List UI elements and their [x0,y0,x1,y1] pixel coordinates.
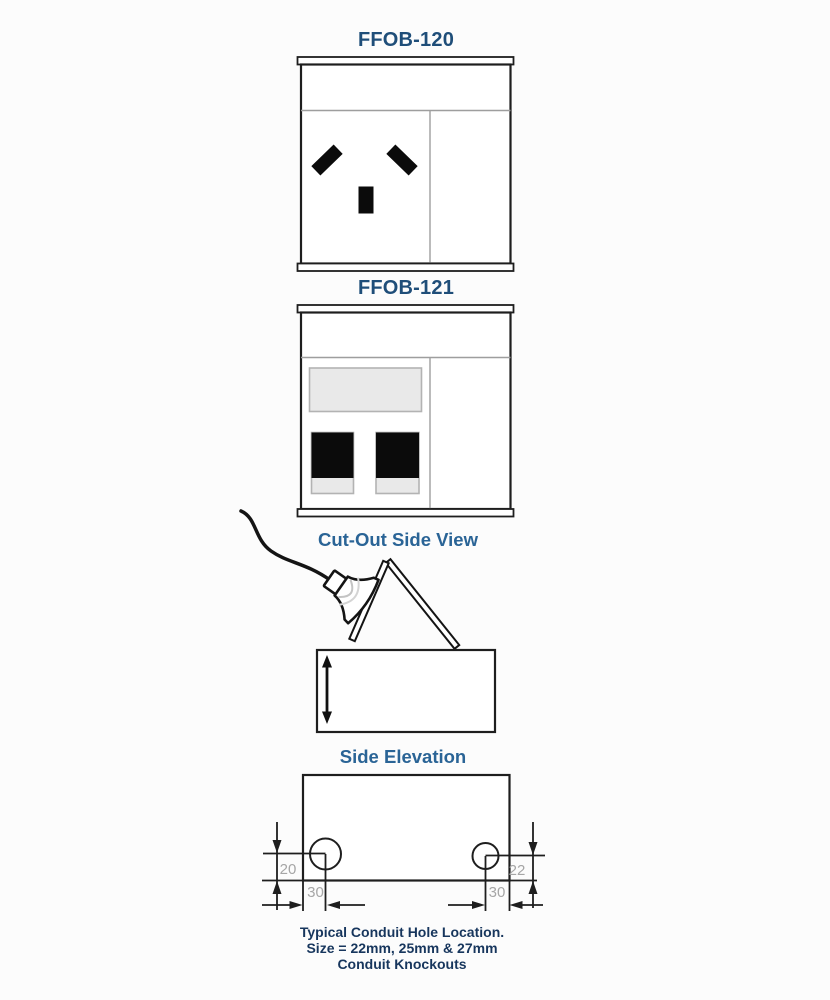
plug-body [333,575,380,625]
ffob-120-faceplate [296,56,515,272]
arrow-down-right [528,842,538,855]
cutout-side-view-title: Cut-Out Side View [317,529,478,550]
power-plug [322,569,380,625]
plug-body-detail-line [338,579,354,598]
ffob-121-faceplate [296,304,515,518]
data-jack-left-port [311,432,354,478]
ffob-121-title: FFOB-121 [357,277,455,299]
arrow-up-left [272,881,282,894]
dimension-lines-left [262,822,365,911]
arrow-left-right-edge [509,901,523,909]
data-jack-left [310,431,355,495]
power-socket [311,144,418,214]
arrow-up-right [528,881,538,894]
socket-slot-right-angled [386,144,418,176]
dim-right-horizontal-label: 30 [489,884,506,901]
arrow-down-left [272,840,282,853]
data-jack-right [375,431,420,495]
arrow-right-right-hole [472,901,485,909]
depth-arrow [322,655,332,724]
dim-left-horizontal-label: 30 [307,884,324,901]
arrow-left-left-hole [327,901,340,909]
caption-line-2: Size = 22mm, 25mm & 27mm [306,940,498,957]
dimension-labels: 20 30 22 30 [280,861,526,901]
side-elevation-title: Side Elevation [339,746,467,767]
dim-right-vertical-label: 22 [509,862,526,879]
depth-arrow-down-head [322,711,332,724]
dim-left-vertical-label: 20 [280,861,297,878]
side-elevation-diagram: 20 30 22 30 [262,773,545,911]
ffob-120-bottom-trim [296,262,515,272]
socket-slot-earth [358,186,374,214]
ffob-120-title: FFOB-120 [357,29,455,51]
caption-line-1: Typical Conduit Hole Location. [299,924,505,940]
label-window [308,367,423,413]
cutout-side-view-diagram [239,509,497,734]
ffob-120-top-trim [296,56,515,66]
conduit-caption: Typical Conduit Hole Location. Size = 22… [152,924,652,973]
arrow-right-left-edge [289,901,303,909]
dimension-lines-right [448,822,545,911]
plug-body-detail-line-2 [338,577,360,606]
depth-arrow-up-head [322,655,332,668]
lid-panel-right [384,557,461,651]
data-jack-right-port [376,432,419,478]
ffob-121-bottom-trim [296,508,515,518]
caption-line-3: Conduit Knockouts [337,956,467,973]
floor-box-body [315,648,497,734]
plug-cord [239,509,332,582]
socket-slot-left-angled [311,144,343,176]
ffob-121-top-trim [296,304,515,314]
